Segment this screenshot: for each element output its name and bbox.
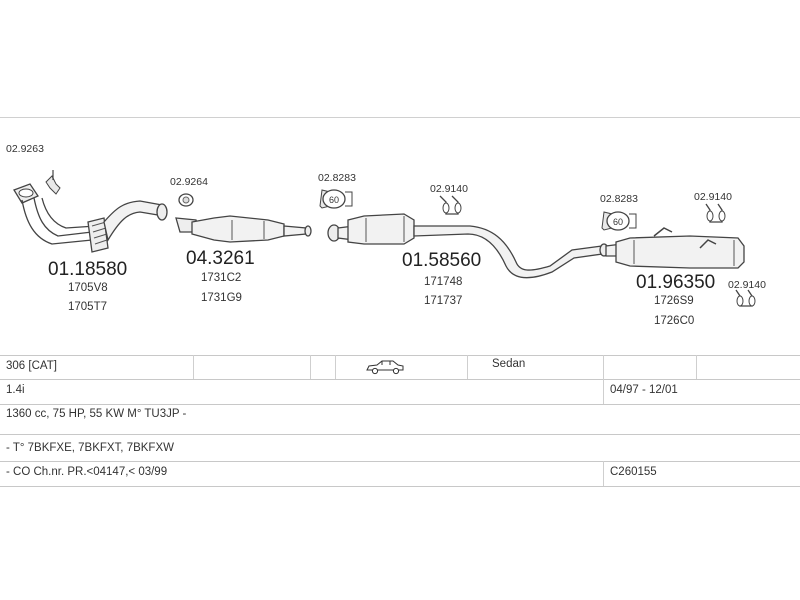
vehicle-code: C260155 [610, 466, 657, 478]
rear-silencer-body [615, 235, 745, 269]
part-ref-1705V8: 1705V8 [68, 282, 108, 294]
clamp-02-9264-label: 02.9264 [170, 176, 208, 188]
front-pipe-outlet-flange [156, 203, 168, 221]
part-ref-1726S9: 1726S9 [654, 295, 694, 307]
table-row-divider [0, 404, 800, 405]
table-col-divider [335, 355, 336, 379]
table-row-divider [0, 461, 800, 462]
table-col-divider [193, 355, 194, 379]
catalytic-converter-part [175, 215, 312, 243]
part-ref-171748: 171748 [424, 276, 462, 288]
exhaust-system-diagram: 60 60 [6, 143, 766, 327]
front-pipe-tube-a [21, 199, 93, 245]
part-ref-1731G9: 1731G9 [201, 292, 242, 304]
front-pipe-outlet-tube [103, 200, 163, 242]
vehicle-body-type: Sedan [492, 358, 526, 370]
clamp-02-9140-icon-3 [735, 289, 756, 307]
front-pipe-tube-b [33, 197, 93, 237]
sedan-car-icon [365, 359, 405, 379]
table-col-divider [603, 461, 604, 486]
rear-silencer-hanger-1 [653, 227, 673, 237]
table-col-divider [696, 355, 697, 379]
part-ref-1731C2: 1731C2 [201, 272, 241, 284]
clamp-02-9140-label-3: 02.9140 [728, 279, 766, 291]
vehicle-remark: - CO Ch.nr. PR.<04147,< 03/99 [6, 466, 168, 478]
rear-silencer-hanger-2 [699, 239, 717, 249]
catalyst-body [191, 215, 285, 243]
table-col-divider [603, 379, 604, 404]
clamp-02-9264-icon [178, 193, 194, 207]
table-col-divider [310, 355, 311, 379]
front-pipe-tube-c [41, 197, 97, 229]
clamp-02-9263-icon [45, 170, 61, 195]
clamp-02-9140-icon [439, 195, 462, 215]
centre-silencer-part [327, 213, 609, 279]
clamp-02-9140-label-2: 02.9140 [694, 191, 732, 203]
clamp-02-9140-label: 02.9140 [430, 183, 468, 195]
table-row-divider [0, 434, 800, 435]
table-col-divider [603, 355, 604, 379]
clamp-02-8283-label: 02.8283 [318, 172, 356, 184]
vehicle-production-period: 04/97 - 12/01 [610, 384, 678, 396]
part-number-04-3261: 04.3261 [186, 248, 255, 269]
front-pipe-flange-hole [18, 188, 34, 198]
vehicle-types: - T° 7BKFXE, 7BKFXT, 7BKFXW [6, 442, 174, 454]
part-ref-171737: 171737 [424, 295, 462, 307]
clamp-badge-label: 60 [329, 195, 339, 205]
part-ref-1705T7: 1705T7 [68, 301, 107, 313]
clamp-02-8283-icon: 60 [319, 189, 353, 209]
clamp-02-8283-label-2: 02.8283 [600, 193, 638, 205]
table-row-divider [0, 486, 800, 487]
rear-silencer-part [605, 227, 745, 269]
front-pipe-flex-joint [87, 217, 109, 253]
clamp-02-8283-icon-2: 60 [601, 211, 637, 231]
table-row-divider [0, 379, 800, 380]
clamp-02-9140-icon-2 [705, 203, 726, 223]
part-number-01-18580: 01.18580 [48, 259, 127, 280]
clamp-badge-label-2: 60 [613, 217, 623, 227]
clamp-02-9263-label: 02.9263 [6, 143, 44, 155]
vehicle-engine: 1.4i [6, 384, 25, 396]
part-number-01-96350: 01.96350 [636, 272, 715, 293]
part-number-01-58560: 01.58560 [402, 250, 481, 271]
vehicle-model: 306 [CAT] [6, 360, 57, 372]
vehicle-engine-details: 1360 cc, 75 HP, 55 KW M° TU3JP - [6, 408, 187, 420]
centre-silencer-body [347, 213, 415, 245]
table-row-divider [0, 355, 800, 356]
table-col-divider [467, 355, 468, 379]
part-ref-1726C0: 1726C0 [654, 315, 694, 327]
front-pipe-part [13, 183, 168, 253]
diagram-top-border [0, 117, 800, 118]
catalyst-outlet-tube [283, 225, 307, 237]
